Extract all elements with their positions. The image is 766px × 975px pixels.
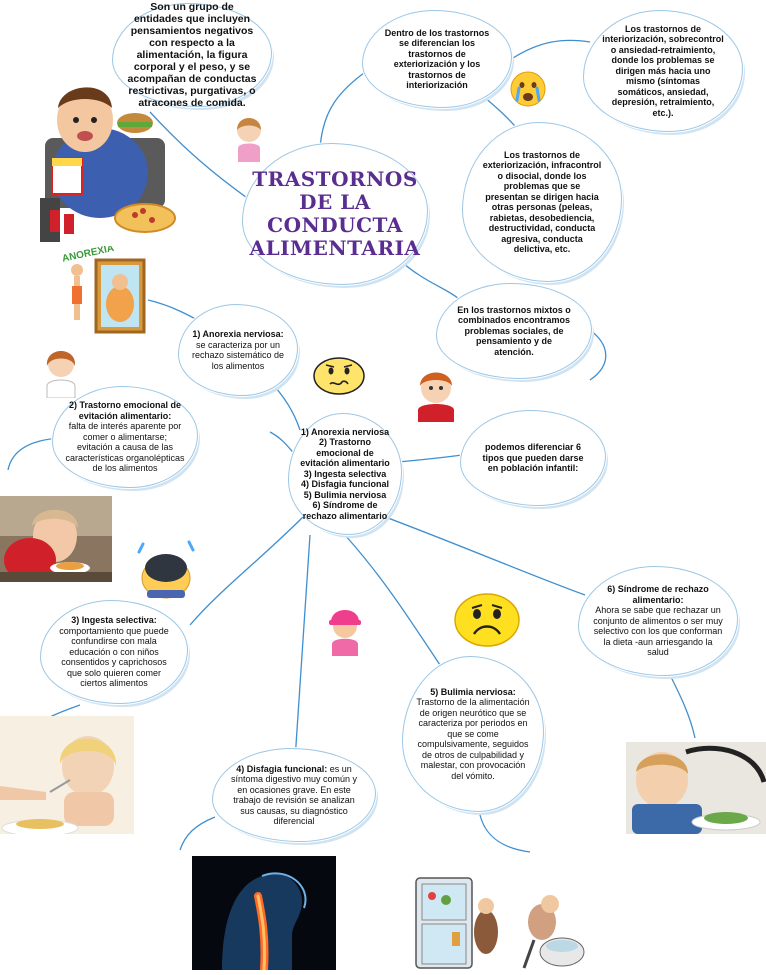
disfagia-head: 4) Disfagia funcional: [236, 763, 328, 774]
link-lista-rechazo [379, 514, 586, 596]
link-lista-bulimia [344, 534, 441, 666]
link-title-mixtos [399, 259, 461, 301]
lista-item: 3) Ingesta selectiva [303, 468, 387, 479]
interiorizacion-text: Los trastornos de interiorización, sobre… [602, 23, 724, 118]
tipos-cloud: podemos diferenciar 6 tipos que pueden d… [460, 410, 606, 506]
definition-cloud: Son un grupo de entidades que incluyen p… [112, 1, 272, 109]
link-tipos-lista [397, 454, 463, 463]
anorexia-cloud: 1) Anorexia nerviosa: se caracteriza por… [178, 304, 298, 396]
link-rechazo-pic [669, 674, 696, 739]
tipos-text: podemos diferenciar 6 tipos que pueden d… [482, 442, 584, 474]
woman-avatar-icon [46, 351, 76, 398]
lista-item: 1) Anorexia nerviosa [300, 426, 390, 437]
pink-hat-girl-icon [329, 610, 361, 656]
definition-text: Son un grupo de entidades que incluyen p… [127, 1, 257, 109]
girl-avatar-icon [237, 118, 261, 162]
fat-boy-eating-picture [40, 87, 176, 242]
anorexia-head: 1) Anorexia nerviosa: [192, 329, 284, 339]
disfagia-text: 4) Disfagia funcional: es un síntoma dig… [227, 764, 361, 827]
lista-item: 2) Trastorno emocional de evitación alim… [300, 437, 390, 469]
link-lista-disfagia [294, 534, 311, 761]
exteriorizacion-cloud: Los trastornos de exteriorización, infra… [462, 122, 622, 282]
anorexia-text: 1) Anorexia nerviosa: se caracteriza por… [191, 329, 285, 371]
disfagia-body: es un síntoma digestivo muy común y en o… [230, 763, 358, 827]
bulimia-cloud: 5) Bulimia nerviosa: Trastorno de la ali… [402, 656, 544, 812]
lista-item: 6) Síndrome de rechazo alimentario [302, 500, 388, 521]
bulimia-text: 5) Bulimia nerviosa: Trastorno de la ali… [415, 687, 531, 782]
selectiva-text: 3) Ingesta selectiva: comportamiento que… [53, 615, 175, 689]
title-cloud: TRASTORNOS DE LA CONDUCTA ALIMENTARIA [242, 143, 428, 285]
link-diferencian-interiorizacion [509, 39, 591, 61]
bulimia-body: Trastorno de la alimentación de origen n… [416, 697, 530, 781]
rechazo-head: 6) Síndrome de rechazo alimentario: [607, 584, 709, 605]
page-title: TRASTORNOS DE LA CONDUCTA ALIMENTARIA [249, 167, 421, 260]
link-lista-selectiva [189, 514, 306, 626]
girl-eating-picture [0, 716, 134, 834]
evitacion-text: 2) Trastorno emocional de evitación alim… [65, 400, 185, 474]
crying-emoji-icon [510, 71, 546, 107]
lista-text: 1) Anorexia nerviosa 2) Trastorno emocio… [297, 427, 393, 522]
selectiva-head: 3) Ingesta selectiva: [71, 615, 157, 626]
fridge-vomit-cartoon [415, 877, 585, 969]
mixtos-text: En los trastornos mixtos o combinados en… [457, 304, 571, 357]
rechazo-cloud: 6) Síndrome de rechazo alimentario: Ahor… [578, 566, 738, 676]
sad-emoji-icon [454, 593, 520, 647]
lista-item: 5) Bulimia nerviosa [303, 489, 387, 500]
link-title-definition [149, 111, 251, 201]
diferencian-text: Dentro de los trastornos se diferencian … [384, 27, 490, 91]
sad-bald-emoji-icon [137, 540, 195, 599]
lista-cloud: 1) Anorexia nerviosa 2) Trastorno emocio… [288, 413, 402, 535]
disfagia-cloud: 4) Disfagia funcional: es un síntoma dig… [212, 748, 376, 842]
exteriorizacion-text: Los trastornos de exteriorización, infra… [482, 149, 602, 255]
rechazo-text: 6) Síndrome de rechazo alimentario: Ahor… [593, 584, 723, 658]
evitacion-cloud: 2) Trastorno emocional de evitación alim… [52, 386, 198, 488]
link-disfagia-pic [179, 816, 216, 851]
confused-emoji-icon [313, 357, 365, 395]
anorexia-mirror-picture: ANOREXIA [61, 246, 146, 334]
evitacion-head: 2) Trastorno emocional de evitación alim… [68, 400, 182, 421]
anorexia-body: se caracteriza por un rechazo sistemátic… [191, 339, 285, 371]
link-bulimia-pic [479, 814, 531, 853]
boy-refusing-food-picture [626, 742, 766, 834]
throat-xray-picture [192, 856, 336, 970]
selectiva-body: comportamiento que puede confundirse con… [59, 625, 169, 689]
sad-child-food-picture [0, 496, 112, 582]
rechazo-body: Ahora se sabe que rechazar un conjunto d… [593, 605, 723, 658]
evitacion-body: falta de interés aparente por comer o al… [65, 421, 185, 474]
lista-item: 4) Disfagia funcional [300, 479, 389, 490]
mixtos-cloud: En los trastornos mixtos o combinados en… [436, 283, 592, 379]
diferencian-cloud: Dentro de los trastornos se diferencian … [362, 10, 512, 108]
boy-avatar-icon [418, 372, 454, 422]
link-title-diferencian [319, 69, 369, 151]
interiorizacion-cloud: Los trastornos de interiorización, sobre… [583, 10, 743, 132]
link-mixtos-tipos [589, 329, 607, 381]
bulimia-head: 5) Bulimia nerviosa: [430, 686, 516, 697]
selectiva-cloud: 3) Ingesta selectiva: comportamiento que… [40, 600, 188, 704]
